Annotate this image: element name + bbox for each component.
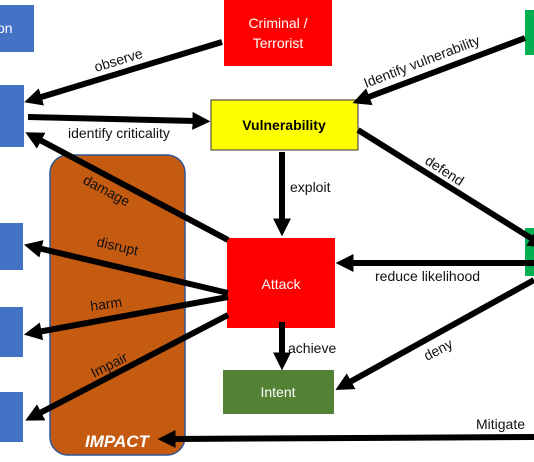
- intent-node: [223, 370, 334, 414]
- criminal-line2: Terrorist: [253, 35, 304, 51]
- left-box-1: [0, 85, 24, 147]
- right-green-box-top: [525, 10, 534, 55]
- attack-node: [227, 238, 335, 328]
- intent-label: Intent: [260, 384, 295, 400]
- arrow-impair: [25, 312, 230, 421]
- top-left-box-label: on: [0, 20, 13, 36]
- vulnerability-node: [210, 99, 359, 151]
- arrow-defend: [356, 127, 534, 248]
- identify-criticality-label: identify criticality: [68, 125, 170, 141]
- left-box-3: [0, 307, 23, 357]
- achieve-label: achieve: [288, 340, 336, 356]
- mitigate-label: Mitigate: [476, 416, 525, 432]
- impact-label: IMPACT: [85, 432, 151, 451]
- right-green-box-mid: [525, 228, 534, 276]
- arrow-damage: [25, 132, 230, 243]
- reduce-likelihood-label: reduce likelihood: [375, 268, 480, 284]
- arrow-identify-criticality: [27, 111, 211, 130]
- arrow-mitigate: [157, 429, 534, 448]
- left-box-2: [0, 223, 23, 270]
- arrow-identify-vulnerability: [352, 35, 527, 106]
- top-left-box: [0, 5, 34, 52]
- vulnerability-label: Vulnerability: [242, 117, 326, 133]
- harm-label: harm: [89, 294, 123, 314]
- arrow-deny: [335, 277, 534, 390]
- arrow-observe: [24, 39, 223, 106]
- criminal-terrorist-node: [224, 0, 332, 66]
- exploit-label: exploit: [290, 179, 331, 195]
- left-box-4: [0, 392, 23, 442]
- arrow-disrupt: [23, 240, 229, 296]
- criminal-line1: Criminal /: [248, 15, 307, 31]
- arrow-harm: [23, 294, 229, 341]
- attack-label: Attack: [262, 276, 302, 292]
